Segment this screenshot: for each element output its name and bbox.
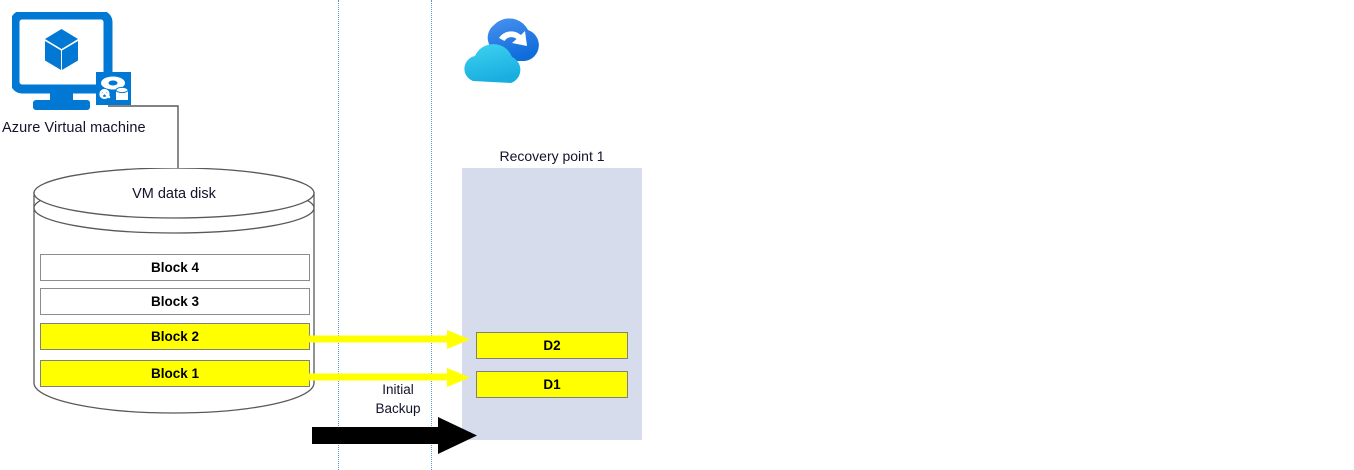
disk-block-2: Block 2 [40, 323, 310, 350]
recovery-block-d2: D2 [476, 332, 628, 359]
initial-backup-arrow [312, 417, 477, 454]
block2-to-d2-arrow [306, 330, 470, 349]
azure-virtual-machine-icon [10, 10, 132, 117]
azure-vm-label: Azure Virtual machine [2, 120, 146, 136]
disk-block-3: Block 3 [40, 288, 310, 315]
guide-line-left [338, 0, 339, 470]
disk-block-4: Block 4 [40, 254, 310, 281]
disk-block-1: Block 1 [40, 360, 310, 387]
vm-data-disk-label: VM data disk [132, 186, 216, 202]
vm-to-disk-connector [100, 88, 230, 198]
recovery-point-panel [462, 168, 642, 440]
recovery-block-d1: D1 [476, 371, 628, 398]
guide-line-right [431, 0, 432, 470]
initial-backup-line2: Backup [375, 401, 421, 416]
recovery-point-title: Recovery point 1 [499, 148, 605, 164]
initial-backup-caption: Initial Backup [348, 380, 448, 418]
cloud-backup-icon [455, 8, 567, 98]
initial-backup-line1: Initial [382, 382, 414, 397]
